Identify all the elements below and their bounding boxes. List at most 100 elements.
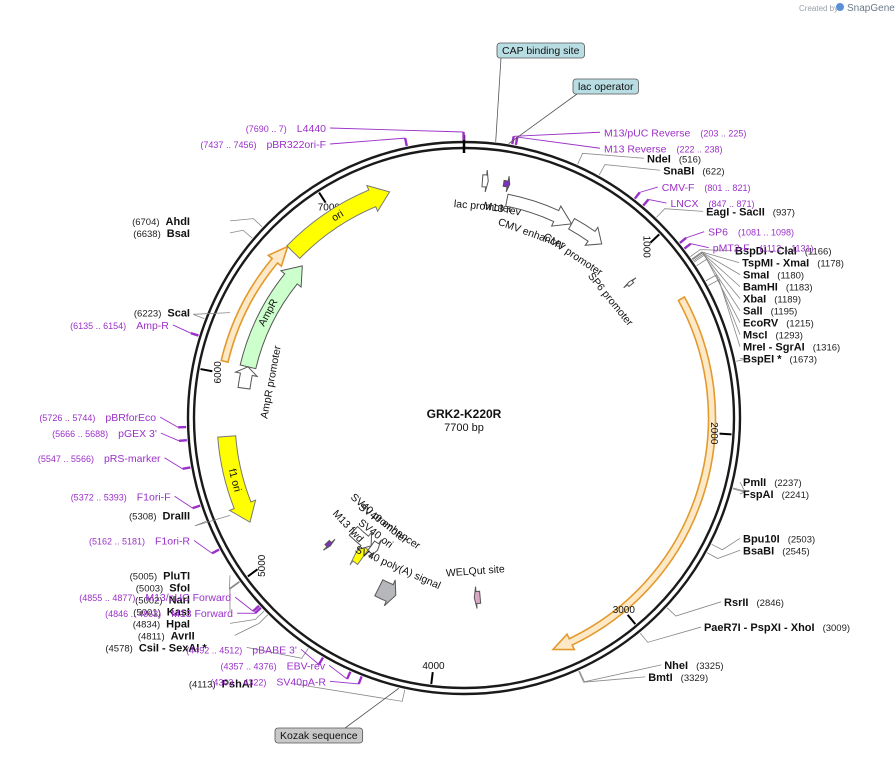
primer-m13-puc-forward[interactable]: M13/pUC Forward(4855 .. 4877) bbox=[79, 592, 260, 613]
primer-ebv-rev[interactable]: EBV-rev(4357 .. 4376) bbox=[221, 660, 352, 680]
primer-prs-marker[interactable]: pRS-marker(5547 .. 5566) bbox=[38, 453, 191, 471]
primer-leader bbox=[513, 131, 601, 137]
primer-amp-r[interactable]: Amp-R(6135 .. 6154) bbox=[70, 320, 199, 337]
tick-label: 7000 bbox=[318, 202, 341, 213]
site-ecorv[interactable]: EcoRV(1215) bbox=[696, 258, 814, 330]
site-smai[interactable]: SmaI(1180) bbox=[691, 251, 804, 282]
site-name: MscI bbox=[743, 330, 767, 342]
site-name: PmlI bbox=[743, 477, 766, 489]
site-position: (5003) bbox=[136, 583, 163, 594]
site-leader bbox=[666, 601, 722, 617]
primer-sv40pa-r[interactable]: SV40pA-R(4303 .. 4322) bbox=[210, 676, 363, 688]
site-draiii[interactable]: DraIII(5308) bbox=[129, 510, 231, 527]
site-scai[interactable]: ScaI(6223) bbox=[134, 308, 231, 320]
feature-f1-ori[interactable] bbox=[217, 435, 257, 523]
site-msci[interactable]: MscI(1293) bbox=[705, 274, 803, 342]
site-pmli[interactable]: PmlI(2237) bbox=[732, 477, 802, 492]
primer-leader bbox=[234, 596, 254, 612]
site-rsrii[interactable]: RsrII(2846) bbox=[666, 597, 784, 617]
site-name: SfoI bbox=[169, 582, 190, 594]
site-name: BsaI bbox=[167, 228, 190, 240]
site-eagi-sacii[interactable]: EagI - SacII(937) bbox=[656, 206, 795, 218]
site-ahdi[interactable]: AhdI(6704) bbox=[132, 216, 263, 228]
feature-sp6-promoter[interactable] bbox=[623, 277, 637, 289]
box-cap-binding-site[interactable]: CAP binding site bbox=[495, 42, 585, 142]
primer-l4440[interactable]: L4440(7690 .. 7) bbox=[246, 123, 465, 141]
site-name: PluTI bbox=[163, 570, 190, 582]
site-bmti[interactable]: BmtI(3329) bbox=[578, 671, 708, 684]
site-position: (2545) bbox=[782, 546, 809, 557]
primer-pmt2-f[interactable]: pMT2-F(1112 .. 1131) bbox=[683, 243, 814, 255]
svg-text:SnapGene: SnapGene bbox=[847, 3, 895, 14]
site-bspdi-clai[interactable]: BspDI - ClaI(1166) bbox=[690, 246, 832, 258]
feature-cmv-promoter[interactable] bbox=[567, 217, 603, 246]
site-bspei[interactable]: BspEI *(1673) bbox=[736, 354, 817, 366]
site-position: (1189) bbox=[774, 295, 801, 306]
feature-label-ori: ori bbox=[330, 208, 346, 224]
feature-welqut-site[interactable] bbox=[473, 586, 482, 609]
site-sali[interactable]: SalI(1195) bbox=[693, 254, 797, 318]
orf-arrow-grk2-k220r[interactable] bbox=[551, 295, 717, 651]
feature-lac-promoter[interactable] bbox=[481, 170, 489, 193]
site-avrii[interactable]: AvrII(4811) bbox=[138, 614, 268, 643]
primer-cmv-f[interactable]: CMV-F(801 .. 821) bbox=[633, 182, 751, 200]
site-hpai[interactable]: HpaI(4834) bbox=[133, 610, 265, 630]
feature-sv40-promoter[interactable] bbox=[348, 525, 373, 551]
site-name: BspEI * bbox=[743, 354, 782, 366]
box-kozak-sequence[interactable]: Kozak sequence bbox=[274, 687, 400, 744]
site-mrei-sgrai[interactable]: MreI - SgrAI(1316) bbox=[708, 279, 840, 354]
site-tspmi-xmai[interactable]: TspMI - XmaI(1178) bbox=[691, 251, 844, 270]
feature-cmv-enhancer[interactable] bbox=[505, 193, 573, 227]
primer-lncx[interactable]: LNCX(847 .. 871) bbox=[642, 198, 754, 210]
site-name: HpaI bbox=[166, 618, 190, 630]
site-bamhi[interactable]: BamHI(1183) bbox=[692, 252, 813, 294]
site-ndei[interactable]: NdeI(516) bbox=[577, 152, 701, 165]
feature-ori[interactable] bbox=[286, 184, 391, 260]
site-kasi[interactable]: KasI(5001) bbox=[133, 581, 240, 618]
site-position: (1316) bbox=[813, 343, 840, 354]
primer-leader bbox=[685, 231, 705, 239]
site-fspai[interactable]: FspAI(2241) bbox=[732, 488, 809, 501]
site-pshai[interactable]: PshAI(4113) bbox=[189, 679, 406, 702]
primer-mark bbox=[254, 606, 262, 615]
primer-pbrforeco[interactable]: pBRforEco(5726 .. 5744) bbox=[39, 412, 187, 429]
tick-mark bbox=[247, 568, 259, 578]
primer-f1ori-r[interactable]: F1ori-R(5162 .. 5181) bbox=[89, 535, 220, 555]
orf-arrow-ampr-outline[interactable] bbox=[220, 245, 289, 364]
box-lac-operator[interactable]: lac operator bbox=[508, 78, 639, 144]
site-bpu10i[interactable]: Bpu10I(2503) bbox=[711, 533, 816, 551]
site-snabi[interactable]: SnaBI(622) bbox=[598, 164, 725, 178]
site-paer7i-pspxi-xhoi[interactable]: PaeR7I - PspXI - XhoI(3009) bbox=[639, 622, 850, 643]
site-bsabi[interactable]: BsaBI(2545) bbox=[706, 545, 810, 559]
feature-m13-fwd[interactable] bbox=[323, 538, 336, 551]
site-leader bbox=[732, 488, 746, 495]
site-xbai[interactable]: XbaI(1189) bbox=[693, 253, 801, 306]
primer-name: M13 Reverse bbox=[604, 143, 667, 155]
primer-pgex-3[interactable]: pGEX 3'(5666 .. 5688) bbox=[52, 428, 187, 443]
site-name: DraIII bbox=[162, 510, 190, 522]
primer-pbabe-3[interactable]: pBABE 3'(4492 .. 4512) bbox=[186, 644, 325, 666]
primer-pbr322ori-f[interactable]: pBR322ori-F(7437 .. 7456) bbox=[200, 137, 408, 151]
primer-m13-forward[interactable]: M13 Forward(4846 .. 4863) bbox=[105, 606, 262, 620]
primer-range: (5547 .. 5566) bbox=[38, 454, 94, 464]
feature-sv40-poly-a-signal[interactable] bbox=[374, 579, 397, 607]
tick-mark bbox=[200, 368, 213, 373]
primer-f1ori-f[interactable]: F1ori-F(5372 .. 5393) bbox=[71, 491, 201, 510]
primer-leader bbox=[517, 136, 601, 149]
primer-name: F1ori-R bbox=[155, 535, 190, 547]
primer-range: (203 .. 225) bbox=[700, 128, 746, 138]
site-position: (937) bbox=[773, 207, 795, 218]
primer-m13-reverse[interactable]: M13 Reverse(222 .. 238) bbox=[514, 136, 723, 155]
site-bsai[interactable]: BsaI(6638) bbox=[133, 228, 253, 240]
primer-m13-puc-reverse[interactable]: M13/pUC Reverse(203 .. 225) bbox=[511, 127, 746, 145]
primer-sp6[interactable]: SP6(1081 .. 1098) bbox=[679, 227, 794, 244]
box-label: lac operator bbox=[578, 81, 634, 93]
feature-m13-rev[interactable] bbox=[502, 176, 511, 193]
box-label: CAP binding site bbox=[502, 45, 580, 57]
feature-ampr-promoter[interactable] bbox=[233, 366, 259, 390]
feature-ampr[interactable] bbox=[239, 265, 303, 370]
site-csii-sexai[interactable]: CsiI - SexAI *(4578) bbox=[105, 642, 309, 659]
site-leader bbox=[577, 152, 645, 165]
feature-sv40-enhancer[interactable] bbox=[366, 539, 382, 559]
